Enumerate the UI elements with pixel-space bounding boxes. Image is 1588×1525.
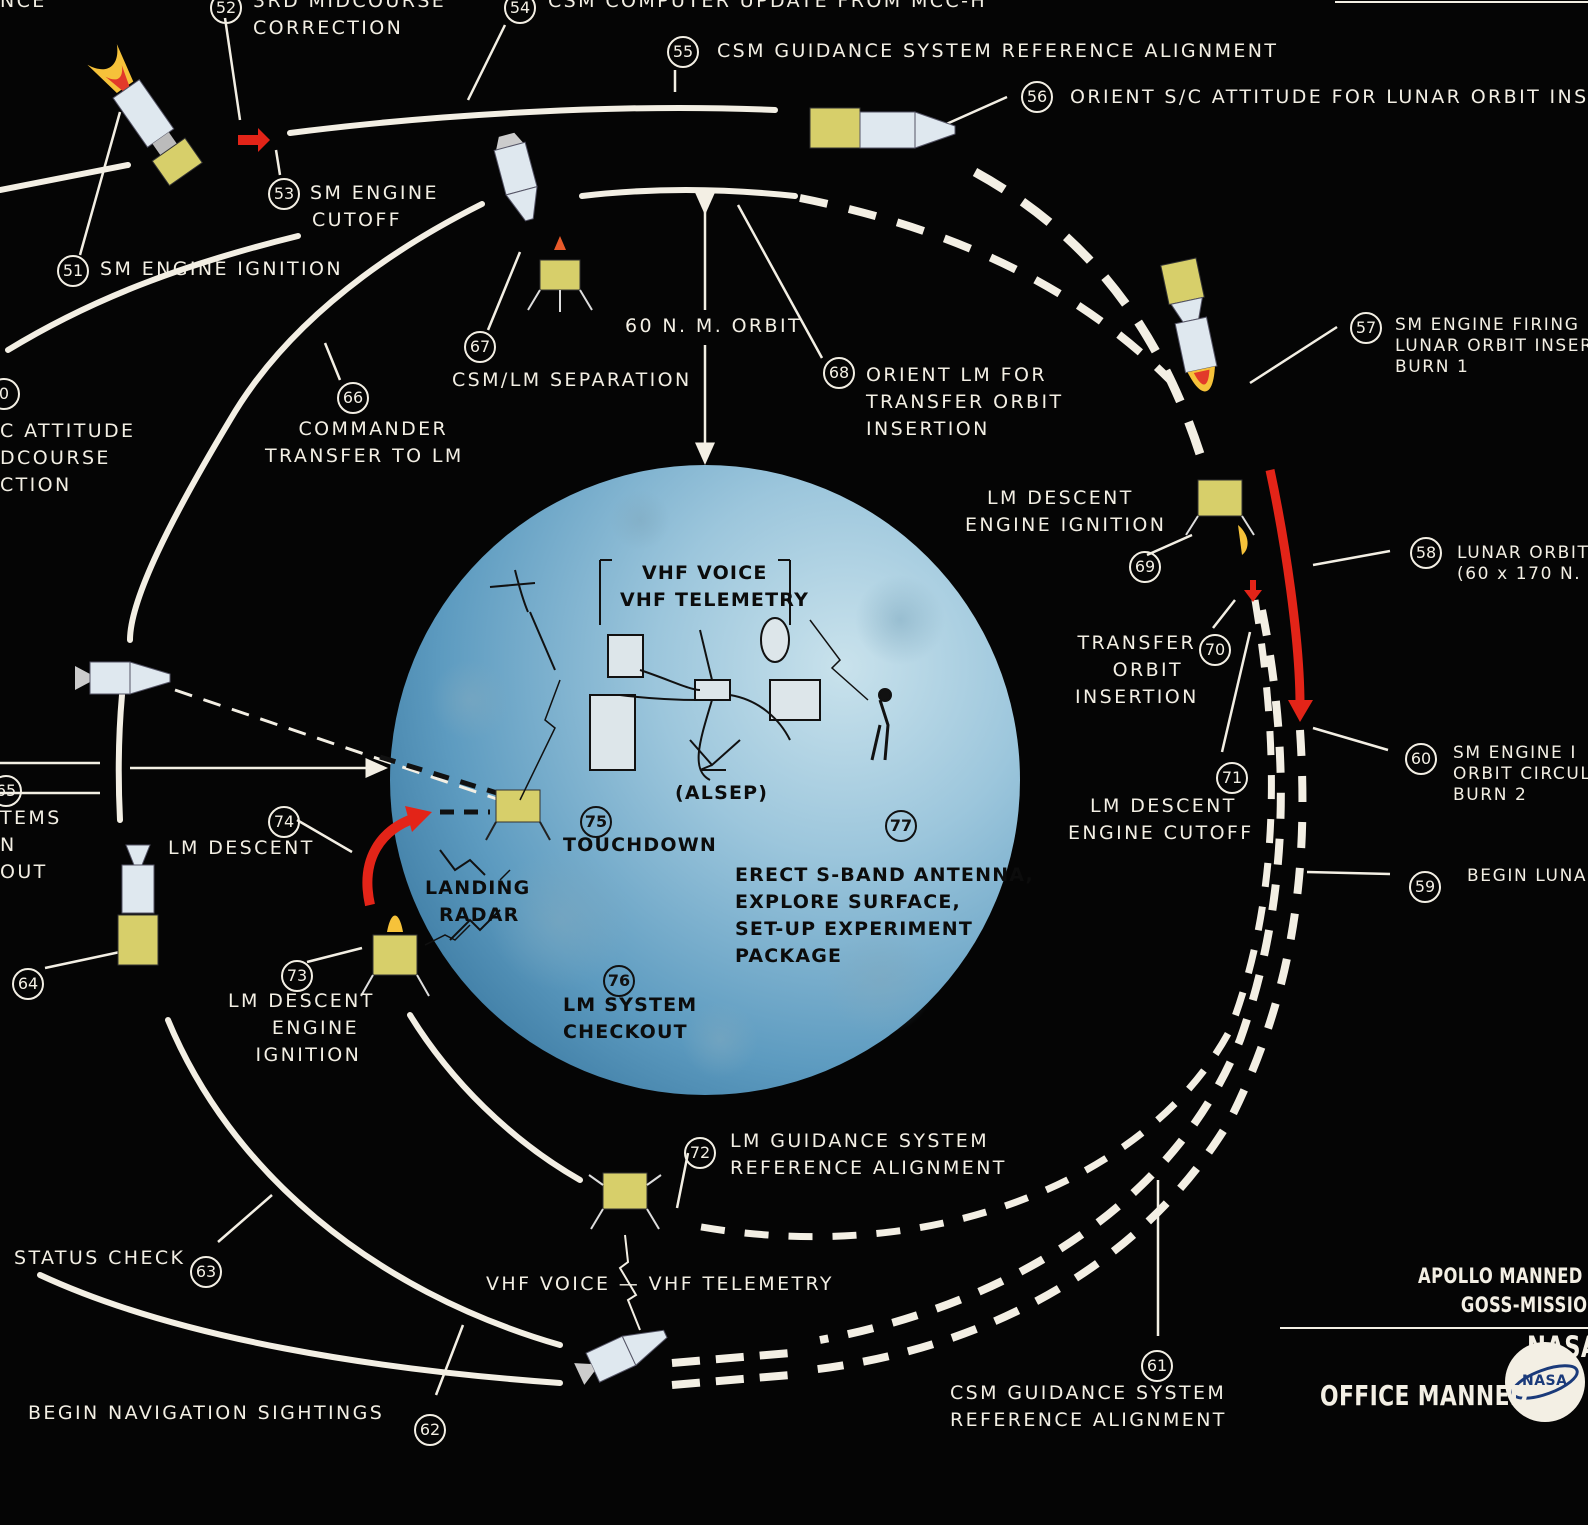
label-nce: NCE <box>0 0 47 12</box>
label-54-csm-computer-update: CSM COMPUTER UPDATE FROM MCC-H <box>548 0 988 12</box>
label-74-lm-descent: LM DESCENT <box>168 837 315 859</box>
step-number-73: 73 <box>281 960 313 992</box>
step-number-52: 52 <box>210 0 242 24</box>
step-number-54: 54 <box>504 0 536 24</box>
label-office-manned: OFFICE MANNED <box>1320 1379 1529 1412</box>
step-number-63: 63 <box>190 1256 222 1288</box>
label-62-begin-navigation: BEGIN NAVIGATION SIGHTINGS <box>28 1402 385 1424</box>
step-number-69: 69 <box>1129 551 1161 583</box>
alsep-equipment <box>424 559 892 946</box>
step-number-76: 76 <box>603 965 635 997</box>
step-number-70: 70 <box>1199 634 1231 666</box>
step-number-72: 72 <box>684 1137 716 1169</box>
label-63-status-check: STATUS CHECK <box>14 1247 186 1269</box>
step-number-53: 53 <box>268 178 300 210</box>
step-number-55: 55 <box>667 36 699 68</box>
step-number-71: 71 <box>1216 762 1248 794</box>
transearth-arcs <box>0 104 798 1386</box>
label-67-csm-lm-separation: CSM/LM SEPARATION <box>452 369 692 391</box>
step-number-61: 61 <box>1141 1350 1173 1382</box>
spacecraft <box>75 44 1255 1385</box>
label-77-erect-antenna: ERECT S-BAND ANTENNA,EXPLORE SURFACE,SET… <box>735 864 1034 967</box>
label-75-touchdown: TOUCHDOWN <box>563 834 717 856</box>
label-58-lunar-orbit: LUNAR ORBIT(60 x 170 N. <box>1457 543 1588 584</box>
moon <box>390 465 1020 1095</box>
step-number-60: 60 <box>1405 743 1437 775</box>
step-number-58: 58 <box>1410 537 1442 569</box>
step-number-68: 68 <box>823 357 855 389</box>
step-number-62: 62 <box>414 1414 446 1446</box>
red-arrows <box>238 128 1313 907</box>
label-55-csm-guidance: CSM GUIDANCE SYSTEM REFERENCE ALIGNMENT <box>717 40 1279 62</box>
label-nasa: NASA <box>1527 1330 1588 1364</box>
step-number-77: 77 <box>885 810 917 842</box>
vhf-link-zigzag <box>618 1234 641 1331</box>
label-vhf-voice-telemetry-bottom: VHF VOICE — VHF TELEMETRY <box>486 1273 834 1295</box>
label-mission-title: APOLLO MANNED LUNGOSS-MISSION P <box>1418 1264 1588 1317</box>
systems-arrow <box>130 688 501 802</box>
step-number-51: 51 <box>57 255 89 287</box>
step-number-75: 75 <box>580 806 612 838</box>
step-number-57: 57 <box>1350 312 1382 344</box>
step-number-67: 67 <box>464 331 496 363</box>
step-number-64: 64 <box>12 968 44 1000</box>
step-number-66: 66 <box>337 382 369 414</box>
step-number-65: 65 <box>0 775 22 807</box>
step-number-56: 56 <box>1021 81 1053 113</box>
label-59-begin-lunar: BEGIN LUNA <box>1467 866 1588 886</box>
label-60nm-orbit: 60 N. M. ORBIT <box>625 315 802 337</box>
nasa-seal <box>1505 1342 1585 1422</box>
label-alsep: (ALSEP) <box>675 782 769 804</box>
lunar-orbit-dashes <box>671 168 1307 1389</box>
label-56-orient-sc: ORIENT S/C ATTITUDE FOR LUNAR ORBIT INSE <box>1070 86 1588 108</box>
label-51-sm-engine-ignition: SM ENGINE IGNITION <box>100 258 344 280</box>
step-number-59: 59 <box>1409 871 1441 903</box>
step-number-74: 74 <box>268 806 300 838</box>
label-nasa-seal: NASA <box>1522 1373 1568 1389</box>
